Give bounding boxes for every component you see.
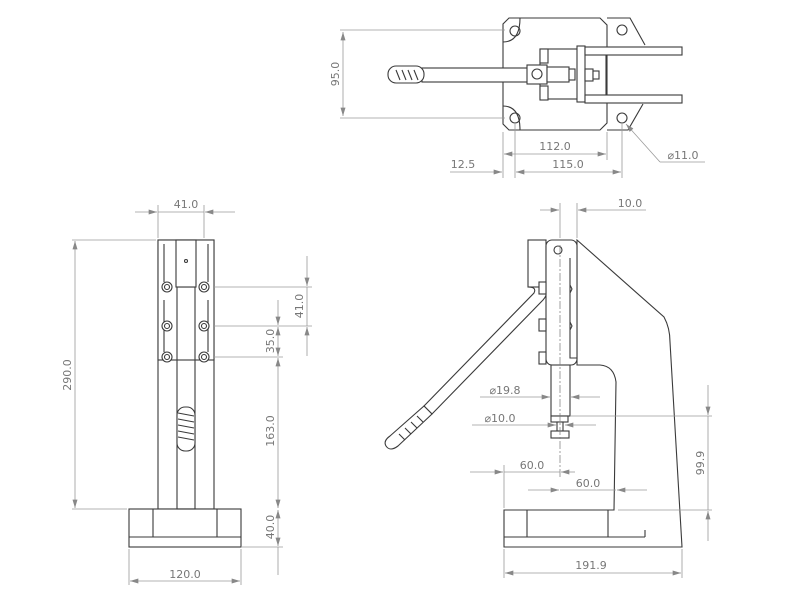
dim-throat-right: 60.0 xyxy=(576,477,601,490)
cross-plate xyxy=(576,45,586,103)
dim-base-width: 120.0 xyxy=(169,568,201,581)
dim-middle-spacing: 35.0 xyxy=(264,329,277,354)
dim-tip-diameter: ⌀10.0 xyxy=(484,412,515,425)
guide-rail xyxy=(584,46,683,56)
ram-nut xyxy=(550,415,569,423)
dim-hole-spacing-inner: 112.0 xyxy=(539,140,571,153)
dim-column-height: 163.0 xyxy=(264,415,277,447)
handle-lever xyxy=(423,282,548,415)
handle-grip xyxy=(387,65,425,84)
frame xyxy=(503,238,683,548)
ram-shaft xyxy=(550,364,571,417)
dim-ram-offset: 10.0 xyxy=(618,197,643,210)
mount-hole xyxy=(509,25,521,37)
guide-rail xyxy=(584,94,683,104)
front-view: 41.0 290.0 41.0 35.0 163.0 40.0 120.0 xyxy=(61,198,312,585)
dim-throat-left: 60.0 xyxy=(520,459,545,472)
handle-grip xyxy=(176,406,196,452)
side-view: 10.0 ⌀19.8 ⌀10.0 60.0 60.0 99.9 191.9 xyxy=(384,197,712,578)
mount-hole xyxy=(616,24,628,36)
dim-total-height: 290.0 xyxy=(61,359,74,391)
top-block xyxy=(175,239,197,288)
mount-hole xyxy=(509,112,521,124)
dim-top-width: 41.0 xyxy=(174,198,199,211)
handle-grip xyxy=(384,405,433,450)
dim-hole-spacing-outer: 115.0 xyxy=(552,158,584,171)
dim-daylight: 99.9 xyxy=(694,451,707,476)
base xyxy=(128,508,242,548)
mount-hole xyxy=(616,112,628,124)
handle-hub xyxy=(527,239,547,288)
dim-base-height: 40.0 xyxy=(264,515,277,540)
pivot-pin xyxy=(553,245,563,255)
dim-upper-spacing: 41.0 xyxy=(293,294,306,319)
dim-ram-diameter: ⌀19.8 xyxy=(489,384,520,397)
handle-rod xyxy=(421,67,529,83)
dim-hole-diameter: ⌀11.0 xyxy=(667,149,698,162)
clamp-block xyxy=(526,64,548,85)
dim-top-height: 95.0 xyxy=(329,62,342,87)
top-view: 95.0 112.0 115.0 12.5 ⌀11.0 xyxy=(329,17,705,178)
frame-ear xyxy=(607,17,646,131)
dim-offset: 12.5 xyxy=(451,158,476,171)
dim-base-length: 191.9 xyxy=(575,559,607,572)
ram-housing xyxy=(545,239,578,366)
bolts xyxy=(161,281,210,363)
